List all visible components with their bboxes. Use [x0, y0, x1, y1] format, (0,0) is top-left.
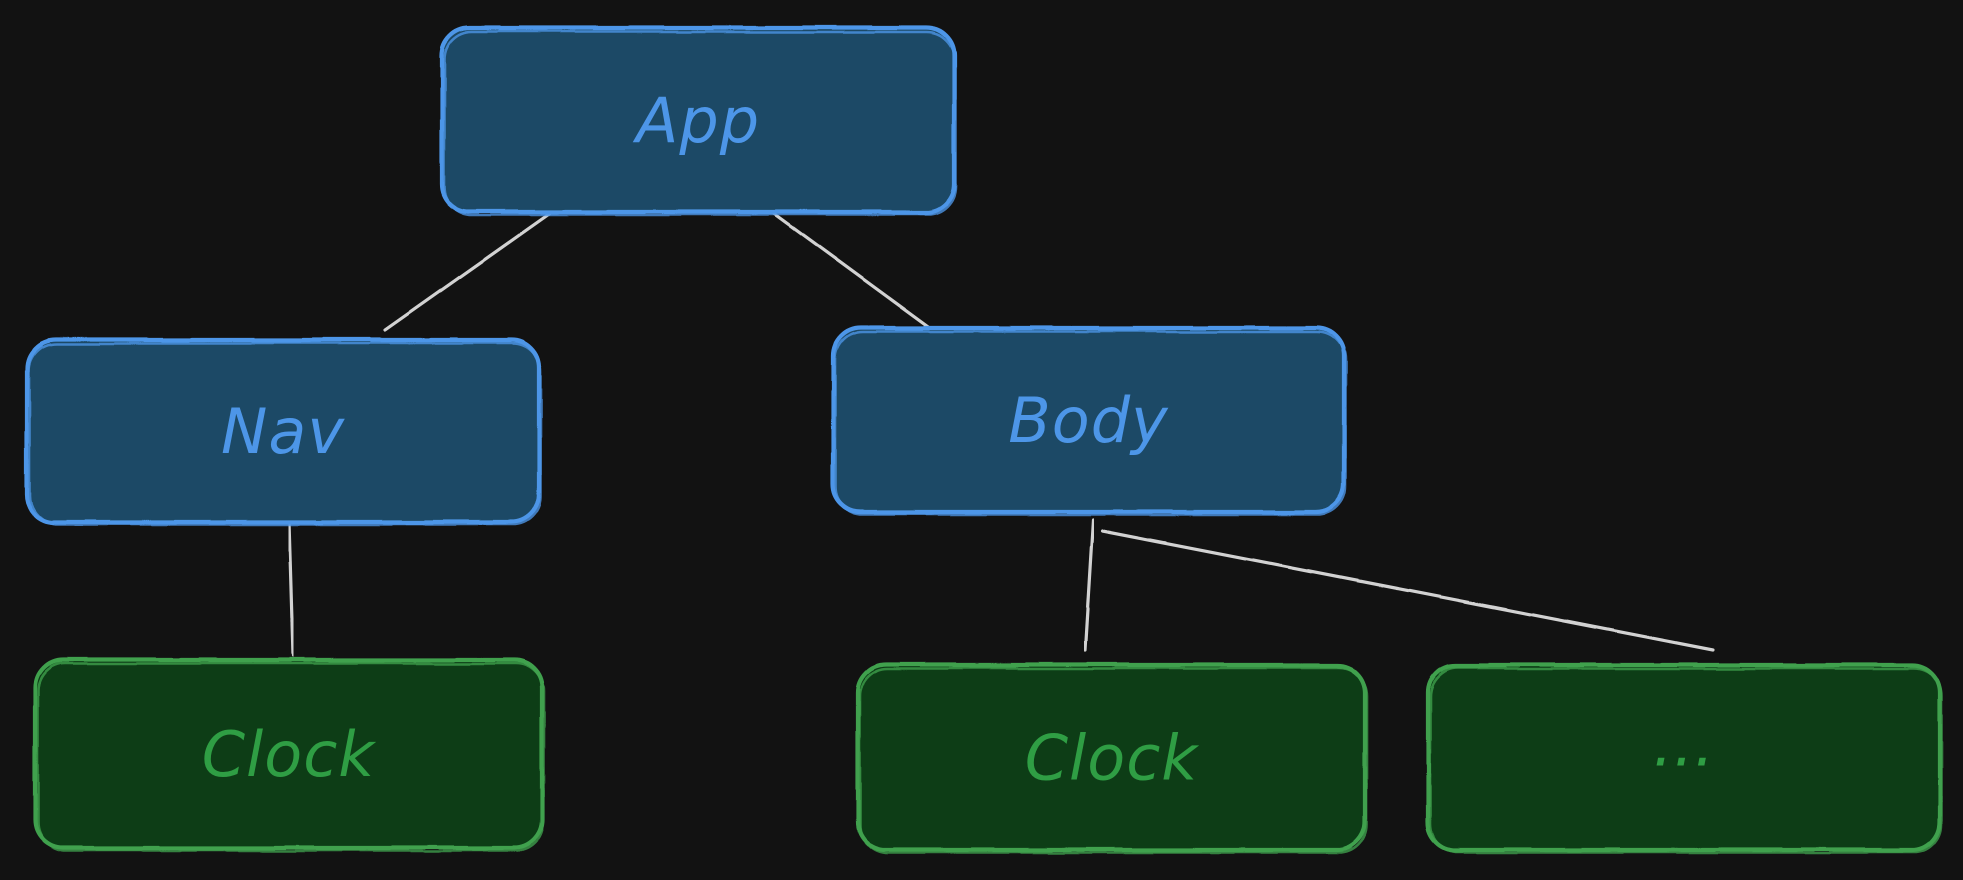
node-outline-primary: [1425, 662, 1943, 853]
connector-app-body: [760, 203, 932, 330]
connector-body-clock: [1083, 518, 1095, 652]
connector-app-nav: [383, 210, 554, 332]
node-nav[interactable]: Nav: [24, 337, 542, 526]
node-outline-primary: [439, 25, 957, 215]
node-outline-secondary: [1429, 667, 1943, 854]
node-fill: [27, 340, 539, 522]
node-clock-body[interactable]: Clock: [855, 662, 1368, 854]
node-label-body: Body: [1008, 384, 1169, 457]
node-label-clock-body: Clock: [1025, 722, 1200, 795]
node-outline-secondary: [443, 30, 957, 216]
node-outline-primary: [830, 325, 1347, 515]
node-fill: [35, 660, 542, 848]
node-label-nav: Nav: [221, 395, 345, 468]
node-clock-nav[interactable]: Clock: [32, 657, 545, 852]
connector-layer: [287, 203, 1715, 657]
node-app[interactable]: App: [439, 25, 957, 216]
node-outline-secondary: [36, 662, 545, 852]
node-outline-primary: [24, 337, 542, 525]
node-body[interactable]: Body: [830, 325, 1347, 516]
node-fill: [833, 328, 1344, 512]
node-outline-primary: [855, 662, 1368, 853]
node-outline-secondary: [834, 330, 1347, 516]
node-outline-secondary: [28, 342, 542, 526]
node-fill: [1428, 665, 1940, 850]
connector-nav-clock: [287, 520, 295, 657]
node-ellipsis[interactable]: ...: [1425, 662, 1943, 854]
node-outline-primary: [32, 657, 545, 851]
node-label-ellipsis: ...: [1653, 708, 1715, 781]
node-fill: [858, 665, 1365, 850]
node-label-clock-nav: Clock: [202, 718, 377, 791]
connector-body-ellipsis: [1100, 529, 1715, 652]
node-fill: [442, 28, 954, 212]
node-label-app: App: [632, 84, 760, 157]
node-outline-secondary: [859, 667, 1368, 854]
